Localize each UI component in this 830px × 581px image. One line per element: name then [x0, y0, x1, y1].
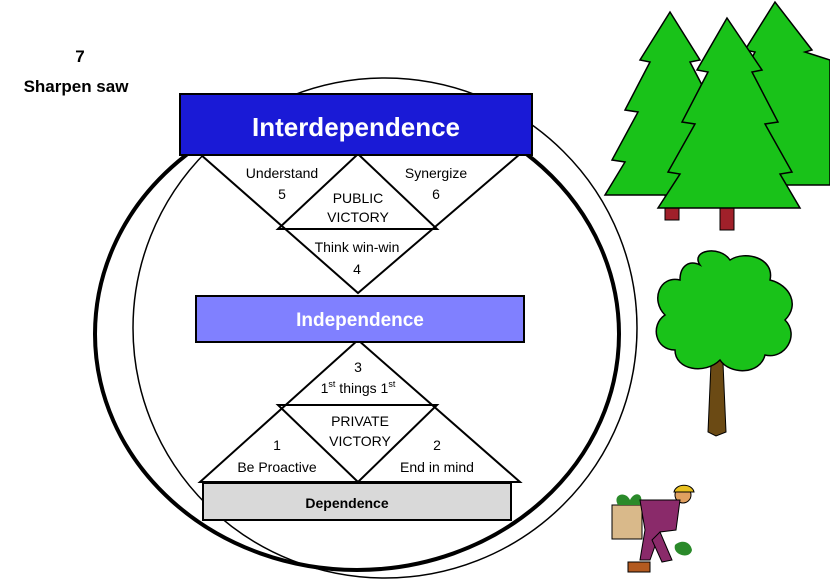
independence-bar — [195, 295, 525, 343]
gardener-icon — [611, 484, 695, 573]
public-victory-line1: PUBLIC — [333, 190, 384, 206]
understand-label: Understand — [246, 165, 318, 181]
first-things-sup2: st — [388, 379, 396, 389]
habit-seven-label: Sharpen saw — [24, 77, 130, 96]
leafy-tree-icon — [655, 250, 793, 437]
first-things-number: 3 — [354, 359, 362, 375]
private-victory-line2: VICTORY — [329, 433, 391, 449]
think-win-win-number: 4 — [353, 261, 361, 277]
first-things-sup1: st — [328, 379, 336, 389]
synergize-label: Synergize — [405, 165, 467, 181]
end-in-mind-number: 2 — [433, 437, 441, 453]
pine-trees-icon — [603, 0, 830, 231]
interdependence-label: Interdependence — [252, 112, 460, 142]
think-win-win-label: Think win-win — [315, 239, 400, 255]
first-things-main: 1 — [321, 380, 329, 396]
first-things-label: 1st things 1st — [321, 379, 396, 396]
proactive-label: Be Proactive — [237, 459, 317, 475]
first-things-mid: things 1 — [335, 380, 388, 396]
dependence-bar — [202, 482, 512, 521]
habit-seven-number: 7 — [75, 47, 84, 66]
independence-label: Independence — [296, 310, 424, 331]
private-victory-line1: PRIVATE — [331, 413, 389, 429]
outer-circle — [132, 77, 638, 579]
proactive-number: 1 — [273, 437, 281, 453]
dependence-label: Dependence — [305, 495, 388, 511]
interdependence-bar — [179, 93, 533, 156]
public-victory-line2: VICTORY — [327, 209, 389, 225]
understand-number: 5 — [278, 186, 286, 202]
synergize-number: 6 — [432, 186, 440, 202]
end-in-mind-label: End in mind — [400, 459, 474, 475]
